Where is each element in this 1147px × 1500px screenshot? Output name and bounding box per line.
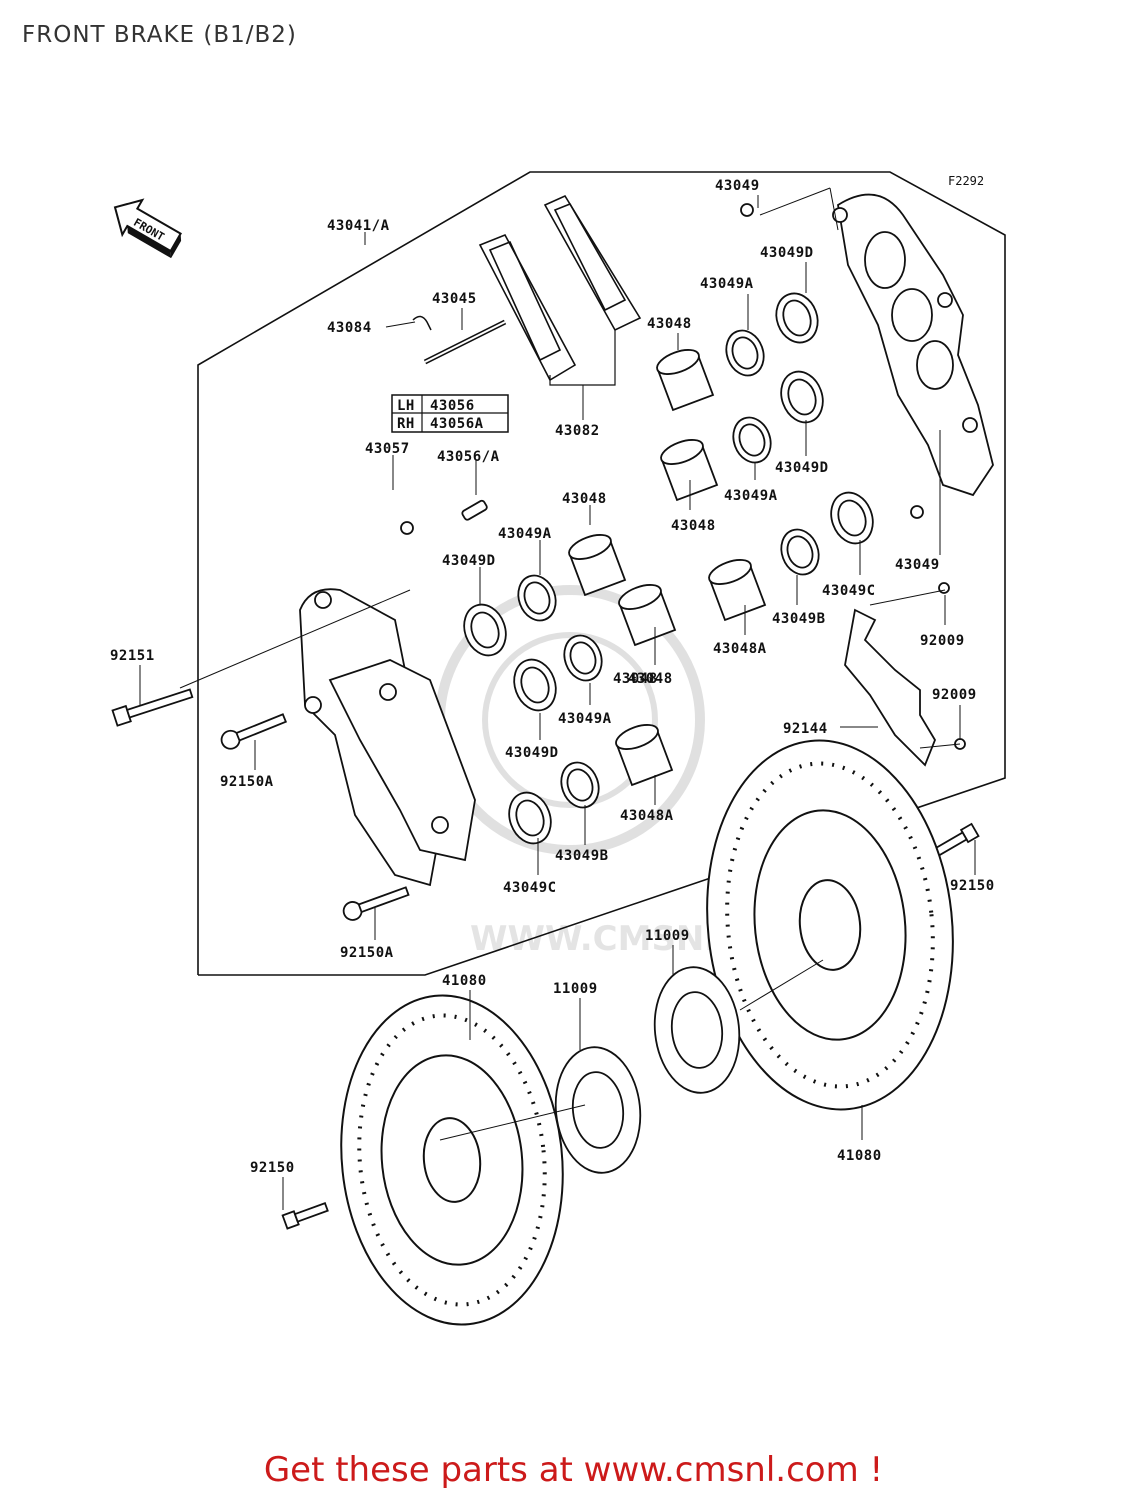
side-table: LH 43056 RH 43056A <box>391 394 509 433</box>
left-caliper <box>299 588 476 887</box>
leader-lines <box>139 187 976 1210</box>
brake-disc-left <box>340 994 564 1326</box>
brake-pads <box>478 194 642 382</box>
table-side-rh: RH <box>397 416 415 432</box>
part-label: 43048 <box>628 671 673 687</box>
part-label: 43045 <box>432 291 477 307</box>
brake-disc-right <box>706 739 954 1111</box>
part-label: 41080 <box>837 1148 882 1164</box>
part-label: 43049A <box>558 711 612 727</box>
part-label: 43049D <box>775 460 829 476</box>
pad-spring <box>844 608 937 767</box>
part-label: 43049A <box>498 526 552 542</box>
part-label: 43057 <box>365 441 410 457</box>
assembly-frame <box>197 171 1006 976</box>
pad-pin <box>412 315 507 365</box>
part-label: 11009 <box>645 928 690 944</box>
part-label: 43049 <box>715 178 760 194</box>
bolts <box>111 203 980 1230</box>
part-label: 92150A <box>220 774 274 790</box>
part-label: 43049C <box>503 880 557 896</box>
page-title: FRONT BRAKE (B1/B2) <box>22 22 297 48</box>
figure-code: F2292 <box>948 174 984 188</box>
part-label: 43048 <box>562 491 607 507</box>
table-part-lh: 43056 <box>430 398 475 414</box>
part-label: 41080 <box>442 973 487 989</box>
part-label: 43041/A <box>327 218 390 234</box>
part-label: 92150 <box>250 1160 295 1176</box>
piston-seals <box>463 292 874 845</box>
part-label: 43048 <box>613 671 658 687</box>
part-label: 92144 <box>783 721 828 737</box>
part-label: 43082 <box>555 423 600 439</box>
part-label: 43049D <box>505 745 559 761</box>
part-label: 43049B <box>772 611 826 627</box>
part-label: 43048A <box>620 808 674 824</box>
part-label: 43049A <box>700 276 754 292</box>
part-label: 43049D <box>442 553 496 569</box>
part-label: 43049 <box>895 557 940 573</box>
part-label: 92151 <box>110 648 155 664</box>
part-label: 92150 <box>950 878 995 894</box>
part-label: 92009 <box>932 687 977 703</box>
part-label: 43049C <box>822 583 876 599</box>
right-caliper <box>832 193 994 497</box>
table-side-lh: LH <box>397 398 415 414</box>
part-labels: 43041/A 43045 43084 43082 43048 43049 43… <box>110 178 995 1176</box>
part-label: 43056/A <box>437 449 500 465</box>
part-label: 43049A <box>724 488 778 504</box>
disc-shims <box>554 966 741 1174</box>
part-label: 43048 <box>647 316 692 332</box>
pistons <box>568 349 767 787</box>
part-label: 43084 <box>327 320 372 336</box>
part-label: 43049D <box>760 245 814 261</box>
table-part-rh: 43056A <box>430 416 484 432</box>
part-label: 11009 <box>553 981 598 997</box>
front-arrow-icon: FRONT <box>113 198 182 259</box>
footer-cta-link[interactable]: Get these parts at www.cmsnl.com ! <box>263 1450 884 1490</box>
part-label: 92150A <box>340 945 394 961</box>
part-label: 43049B <box>555 848 609 864</box>
part-label: 43048 <box>671 518 716 534</box>
part-label: 43048A <box>713 641 767 657</box>
part-label: 92009 <box>920 633 965 649</box>
